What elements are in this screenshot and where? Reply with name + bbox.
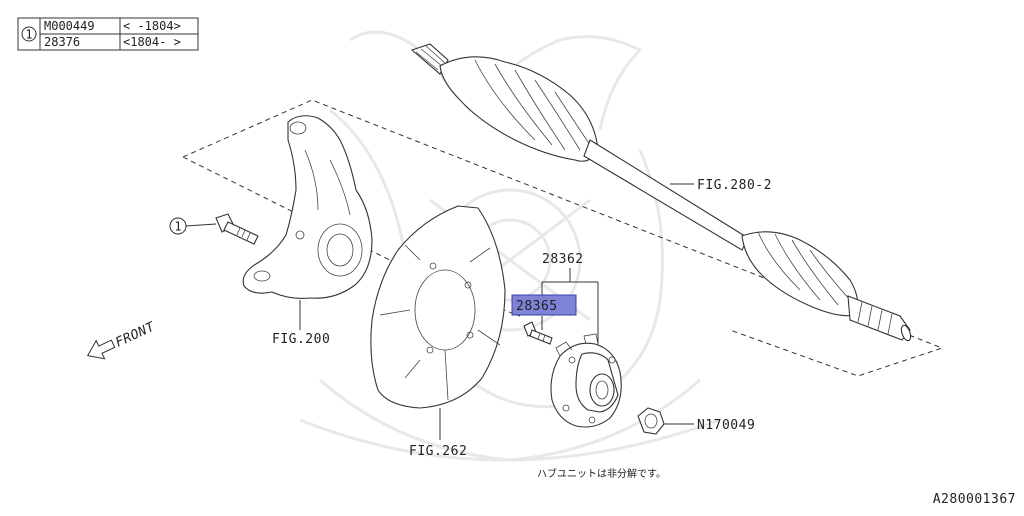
fig-262-label[interactable]: FIG.262 [409, 444, 467, 459]
reference-table: 1 M000449 < -1804> 28376 <1804- > [17, 17, 199, 51]
front-direction: FRONT [86, 319, 158, 360]
fig-200-label[interactable]: FIG.200 [272, 332, 330, 347]
bolt-callout-circle [169, 217, 187, 235]
table-part-2[interactable]: 28376 [44, 35, 80, 49]
steering-knuckle[interactable] [242, 115, 373, 299]
front-arrow-icon [86, 339, 116, 360]
table-part-1[interactable]: M000449 [44, 19, 95, 33]
bolt-callout-number[interactable]: 1 [174, 220, 181, 234]
bolt-callout-leader [185, 223, 217, 227]
fig-280-2-label[interactable]: FIG.280-2 [697, 178, 772, 193]
table-callout-circle [21, 26, 37, 42]
part-28362-bracket [541, 268, 599, 345]
hub-unit-note: ハブユニットは非分解です。 [537, 467, 666, 480]
table-range-1: < -1804> [123, 19, 181, 33]
knuckle-bolt[interactable] [215, 213, 259, 245]
part-28365-label[interactable]: 28365 [516, 299, 558, 314]
hub-bolt[interactable] [523, 321, 553, 345]
hub-nut[interactable] [637, 407, 665, 435]
dust-shield[interactable] [370, 205, 506, 409]
drive-shaft[interactable] [410, 43, 912, 342]
table-range-2: <1804- > [123, 35, 181, 49]
part-28365-highlight [511, 294, 577, 316]
nut-n170049-label[interactable]: N170049 [697, 418, 755, 433]
front-label: FRONT [113, 319, 158, 350]
table-callout-number: 1 [25, 28, 32, 42]
hub-unit[interactable] [550, 333, 622, 428]
part-28362-label[interactable]: 28362 [542, 252, 584, 267]
assembly-boundary [182, 99, 944, 377]
diagram-id: A280001367 [933, 492, 1016, 507]
